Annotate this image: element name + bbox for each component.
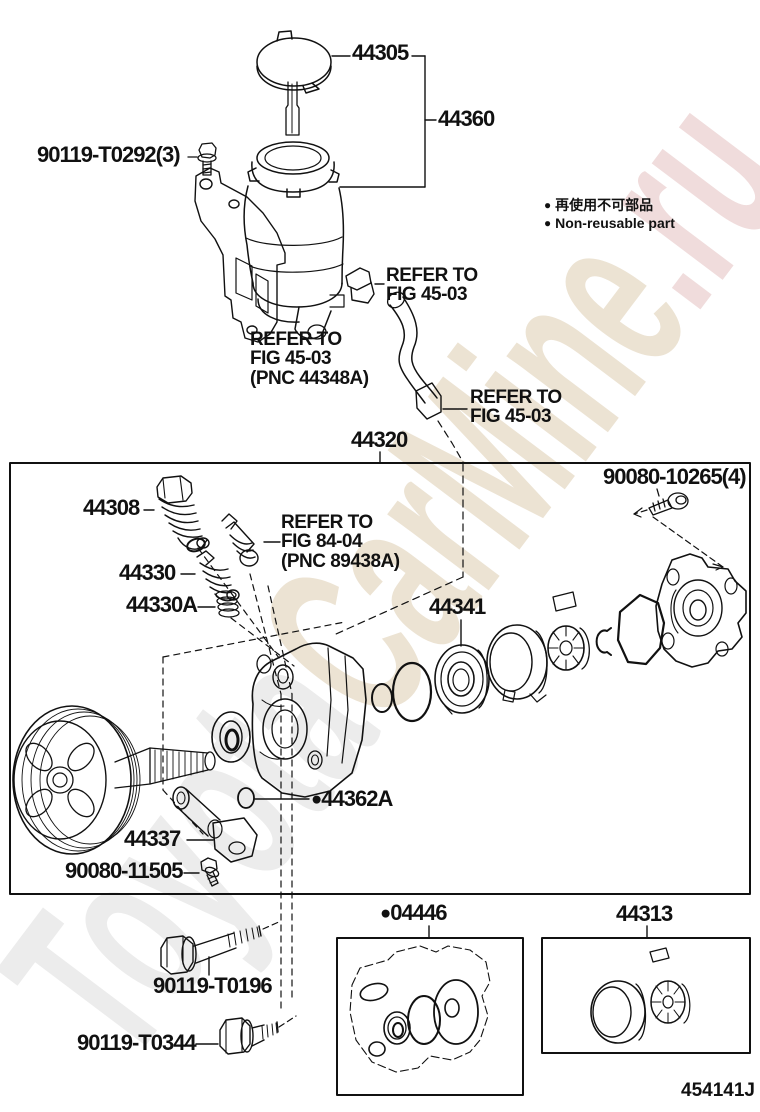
pump-body-drawing <box>251 642 367 798</box>
bolt-t0196-drawing <box>160 925 262 976</box>
leader-44305-44360 <box>331 55 437 188</box>
rear-gasket-drawing <box>616 593 666 666</box>
reservoir-drawing <box>243 141 345 340</box>
reservoir-cap-drawing <box>256 30 332 136</box>
label-90119-t0196: 90119-T0196 <box>153 973 273 998</box>
oring-44362a-drawing <box>237 787 255 809</box>
legend-line-jp: ● 再使用不可部品 <box>544 196 675 214</box>
label-44330a: 44330A <box>126 592 198 617</box>
note-refer-fig4503-c: REFER TO FIG 45-03 <box>470 388 562 427</box>
note-line: (PNC 44348A) <box>250 367 369 389</box>
suction-port-drawing <box>172 786 258 863</box>
note-line: REFER TO <box>281 512 373 533</box>
label-90080-10265: 90080-10265(4) <box>603 464 747 489</box>
legend-jp-text: 再使用不可部品 <box>555 197 654 213</box>
vane-piece-drawing <box>552 591 577 612</box>
hose-drawing <box>386 291 468 420</box>
dashed-leader-10265 <box>633 507 724 571</box>
label-44337: 44337 <box>124 826 181 851</box>
side-plate-drawing <box>434 644 490 715</box>
oring-small-drawing <box>371 683 393 713</box>
bolt-t0344-drawing <box>195 1017 279 1055</box>
legend-non-reusable: ● 再使用不可部品 ● Non-reusable part <box>544 196 675 232</box>
label-44308: 44308 <box>83 495 140 520</box>
note-line: FIG 45-03 <box>470 406 552 428</box>
legend-bullet-icon: ● <box>544 198 552 212</box>
rotor-drawing <box>547 625 590 671</box>
hose-clamp-upper-drawing <box>345 267 385 304</box>
bolt-10265-drawing <box>648 488 689 516</box>
dashed-leaders-valves <box>162 547 346 1011</box>
label-44362a-text: 44362A <box>321 786 393 811</box>
note-refer-fig4503-a: REFER TO FIG 45-03 <box>386 266 478 305</box>
figure-code: 454141J <box>681 1080 755 1101</box>
relief-valve-oring <box>186 537 206 553</box>
cam-ring-drawing <box>486 624 548 703</box>
dashed-t0344 <box>278 1015 297 1028</box>
pump-assembly-box <box>9 462 751 895</box>
legend-bullet-icon: ● <box>544 216 552 231</box>
dashed-leaders-hose <box>335 420 464 635</box>
bolt-11505-drawing <box>183 857 220 887</box>
note-line: FIG 45-03 <box>386 284 468 306</box>
label-90119-t0344: 90119-T0344 <box>77 1030 197 1055</box>
label-44341: 44341 <box>429 594 486 619</box>
pulley-drawing <box>12 705 141 855</box>
note-line: REFER TO <box>470 387 562 408</box>
note-refer-fig4503-b: REFER TO FIG 45-03 (PNC 44348A) <box>250 329 369 389</box>
note-line: FIG 84-04 <box>281 531 363 553</box>
note-refer-fig8404: REFER TO FIG 84-04 (PNC 89438A) <box>281 512 400 572</box>
legend-line-en: ● Non-reusable part <box>544 214 675 232</box>
oring-large-drawing <box>391 661 433 723</box>
rear-housing-drawing <box>655 553 747 668</box>
label-leaders <box>143 509 281 841</box>
label-44360: 44360 <box>438 106 495 131</box>
label-90119-t0292: 90119-T0292(3) <box>37 142 181 167</box>
legend-en-text: Non-reusable part <box>555 215 675 232</box>
label-44313: 44313 <box>616 901 673 926</box>
label-04446-text: 04446 <box>390 900 447 925</box>
pump-shaft-drawing <box>114 747 216 789</box>
note-line: FIG 45-03 <box>250 348 332 370</box>
label-90080-11505: 90080-11505 <box>65 858 183 883</box>
label-44320: 44320 <box>351 427 408 452</box>
label-44330: 44330 <box>119 560 176 585</box>
snap-ring-drawing <box>595 627 612 656</box>
note-line: (PNC 89438A) <box>281 550 400 572</box>
pressure-sensor-drawing <box>221 513 259 567</box>
gasket-kit-box-drawing <box>336 925 524 1096</box>
label-44362a: ●44362A <box>311 786 393 811</box>
spring-44330a-drawing <box>215 590 240 618</box>
dashed-t0196 <box>262 920 282 930</box>
label-04446: ●04446 <box>380 900 447 925</box>
non-reusable-bullet-icon: ● <box>311 788 322 809</box>
bolt-t0292-drawing <box>187 142 217 176</box>
reservoir-bracket-drawing <box>194 167 286 343</box>
label-44305: 44305 <box>352 40 409 65</box>
oil-seal-drawing <box>211 711 251 763</box>
note-line: REFER TO <box>386 265 478 286</box>
cam-rotor-kit-box-drawing <box>541 925 751 1054</box>
non-reusable-bullet-icon: ● <box>380 902 391 923</box>
note-line: REFER TO <box>250 329 342 350</box>
